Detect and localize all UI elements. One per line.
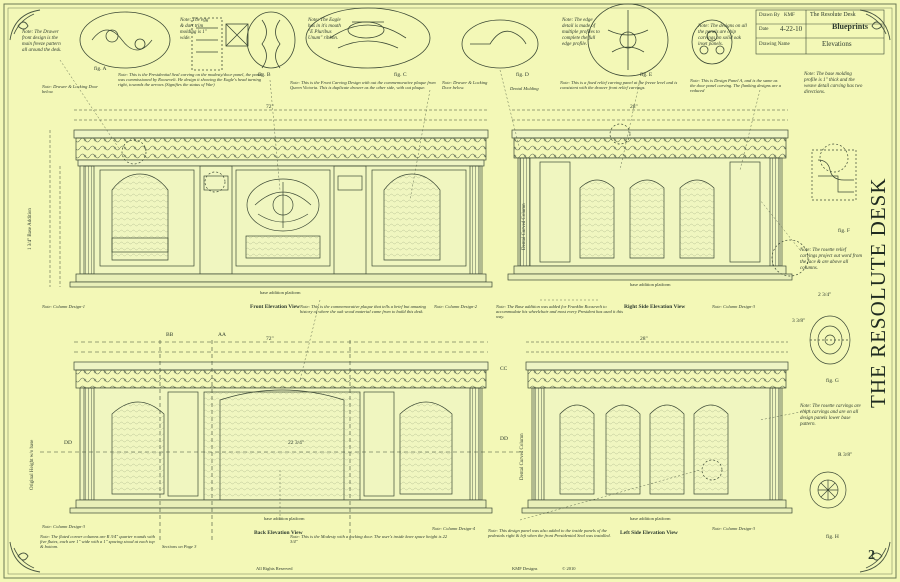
note-column-3c: Note: Column Design-3 — [712, 526, 755, 531]
view-right: Right Side Elevation View — [624, 304, 686, 310]
base-platform-left: base addition platform — [630, 516, 671, 521]
corner-ornament-top-right — [859, 9, 891, 41]
note-chip-carvings: Note: The designs on all the panels are … — [698, 24, 747, 47]
note-fluted-columns: Note: The fluted corner columns are R 3/… — [40, 534, 156, 549]
dim-back-width: 72" — [266, 336, 274, 342]
footer-left: All Rights Reserved — [256, 566, 293, 571]
project-name: The Resolute Desk — [810, 12, 856, 18]
note-fixed-relief: Note: This is a fixed relief carving pan… — [560, 80, 678, 90]
date-value: 4-22-10 — [780, 25, 803, 33]
drawing-name-label: Drawing Name — [759, 42, 790, 47]
note-presidential-seal: Note: This is the Presidential Seal carv… — [118, 72, 263, 87]
section-marker-dd-2: DD — [500, 436, 508, 442]
base-platform-back: base addition platform — [264, 516, 305, 521]
fig-e: fig. E — [640, 72, 653, 78]
logo-text: Blueprints — [832, 22, 869, 31]
note-egg-dart: Note: The egg & dart trim molding is 1" … — [180, 18, 209, 41]
view-back: Back Elevation View — [254, 530, 303, 536]
footer-copyright: © 2010 — [562, 566, 576, 571]
note-design-panel-added: Note: This design panel was also added t… — [488, 528, 611, 538]
note-column-1a: Note: Column Design-1 — [42, 304, 85, 309]
drawn-by-label: Drawn By — [759, 13, 780, 18]
fig-d: fig. D — [516, 72, 529, 78]
fig-a: fig. A — [94, 66, 107, 72]
note-base-addition: Note: The Base addition was added for Fr… — [496, 304, 624, 319]
title-block-lines — [755, 9, 885, 55]
fig-g: fig. G — [826, 378, 839, 384]
section-marker-aa-1: AA — [218, 332, 226, 338]
front-elevation-drawing — [49, 109, 493, 288]
corner-ornament-top-left — [9, 9, 41, 41]
side-detail-figures — [809, 143, 857, 509]
drawn-by-value: KMF — [784, 13, 795, 18]
corner-ornament-bottom-right — [859, 541, 891, 573]
leader-lines — [59, 59, 811, 521]
corner-ornament-bottom-left — [9, 541, 41, 573]
dim-fig-g: 2 3/4" — [818, 292, 832, 298]
right-side-elevation-drawing — [507, 109, 809, 281]
dim-left-width: 28" — [640, 336, 648, 342]
note-commemorative: Note: This is the commemorative plaque t… — [300, 304, 426, 314]
note-column-3a: Note: Column Design-3 — [712, 304, 755, 309]
note-edge-detail: Note: The edge detail is made of multipl… — [562, 18, 600, 47]
footer-center: KMF Designs — [512, 566, 538, 571]
section-marker-bb-1: BB — [166, 332, 174, 338]
dim-knee: 22 3/4" — [288, 440, 305, 446]
back-height-label: Original Height w/o base — [30, 439, 35, 490]
sheet-title: THE RESOLUTE DESK — [866, 177, 890, 409]
page-number: 2 — [868, 548, 875, 563]
fig-c: fig. C — [394, 72, 407, 78]
right-detail-label: Dental Curved Column — [522, 203, 527, 250]
note-front-carving: Note: This is the Front Carving Design w… — [290, 80, 436, 90]
fig-b: fig. B — [258, 72, 271, 78]
note-locking-door-mid: Note: Drawer & Locking Door below. — [442, 80, 488, 90]
note-dental-molding: Dental Molding — [510, 86, 539, 91]
base-platform-front: base addition platform — [260, 290, 301, 295]
note-column-3b: Note: Column Design-3 — [42, 524, 85, 529]
drawing-name-value: Elevations — [822, 40, 852, 48]
dim-rosette: 3 3/8" — [792, 318, 806, 324]
note-rosette-panels: Note: The rosette carvings are chips car… — [800, 404, 861, 427]
left-detail-label: Dental Curved Column — [520, 433, 525, 480]
note-sections: Sections on Page 3 — [162, 544, 197, 549]
fig-h: fig. H — [826, 534, 839, 540]
back-elevation-drawing — [40, 340, 520, 540]
note-locking-door-left: Note: Drawer & Locking Door below. — [42, 84, 98, 94]
fig-f: fig. F — [838, 228, 850, 234]
note-column-2: Note: Column Design-2 — [434, 304, 477, 309]
base-platform-right: base addition platform — [630, 282, 671, 287]
note-drawer-front: Note: The Drawer front design is the mai… — [22, 30, 62, 53]
note-design-panel-a: Note: This is Design Panel A, and is the… — [690, 78, 781, 93]
date-label: Date — [759, 27, 769, 32]
dim-top-width: 72" — [266, 104, 274, 110]
note-eagle: Note: The Eagle has in it's mouth "E Plu… — [308, 18, 341, 41]
note-base-molding: Note: The base molding profile is 1" thi… — [804, 72, 863, 95]
view-left: Left Side Elevation View — [620, 530, 678, 536]
section-marker-dd-1: DD — [64, 440, 72, 446]
note-column-4: Note: Column Design-4 — [432, 526, 475, 531]
note-modesty-door: Note: This is the Modesty with a locking… — [290, 534, 448, 544]
dim-side-width: 28" — [630, 104, 638, 110]
section-marker-cc: CC — [500, 366, 508, 372]
front-height-label: 1 3/4" Base Addition — [28, 208, 33, 250]
note-rosette: Note: The rosette relief carvings projec… — [800, 248, 862, 271]
left-side-elevation-drawing — [521, 341, 793, 514]
view-front: Front Elevation View — [250, 304, 301, 310]
dim-radius-h: R 3/8" — [838, 452, 853, 458]
